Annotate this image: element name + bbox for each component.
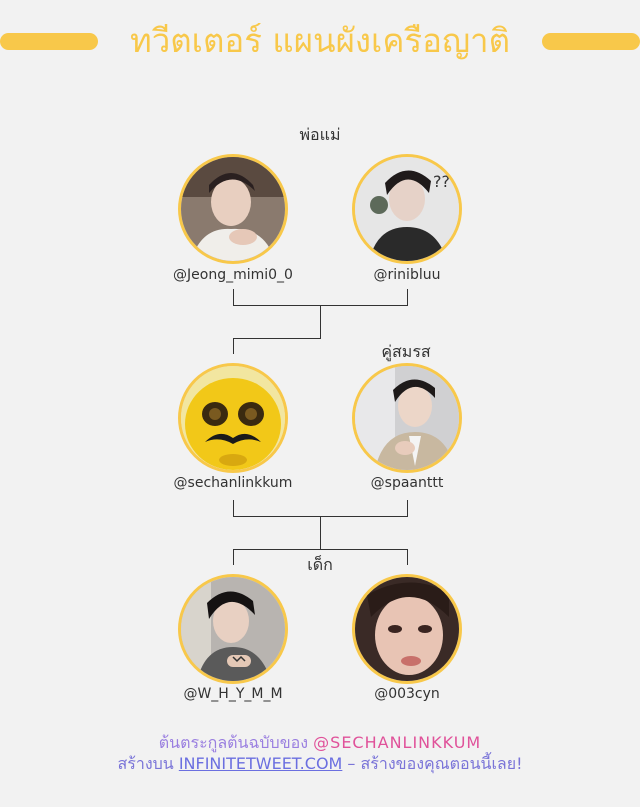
photo-self-icon [181,366,285,470]
avatar-parent2[interactable]: ?? [352,154,462,264]
avatar-parent1[interactable] [178,154,288,264]
connector-couple-stem [320,516,321,549]
handle-parent1[interactable]: @Jeong_mimi0_0 [148,267,318,283]
handle-self[interactable]: @sechanlinkkum [148,475,318,491]
photo-child2-icon [355,577,459,681]
footer-made-on-text: สร้างบน [117,754,178,773]
avatar-child1[interactable] [178,574,288,684]
connector-children-join [233,549,408,550]
connector-self-drop [233,338,234,354]
spouse-label: คู่สมรส [356,340,456,365]
footer-site-link[interactable]: INFINITETWEET.COM [179,754,343,773]
footer-made-on: สร้างบน INFINITETWEET.COM – สร้างของคุณต… [0,752,640,777]
header-bar-right [542,33,640,50]
header-bar-left [0,33,98,50]
photo-parent1-icon [181,157,285,261]
parents-label: พ่อแม่ [270,123,370,148]
photo-child1-icon [181,577,285,681]
children-label: เด็ก [270,553,370,578]
handle-parent2[interactable]: @rinibluu [322,267,492,283]
connector-spouse-down [407,500,408,516]
connector-parent1-down [233,289,234,305]
connector-self-down [233,500,234,516]
footer-owner-handle[interactable]: @SECHANLINKKUM [313,733,481,752]
photo-spouse-icon [355,366,459,470]
handle-child2[interactable]: @003cyn [322,686,492,702]
footer-cta: – สร้างของคุณตอนนี้เลย! [342,754,522,773]
avatar-spouse[interactable] [352,363,462,473]
connector-child2-drop [407,549,408,565]
connector-to-self [233,338,321,339]
avatar-self[interactable] [178,363,288,473]
handle-child1[interactable]: @W_H_Y_M_M [148,686,318,702]
connector-parents-stem [320,305,321,338]
footer-prefix: ต้นตระกูลต้นฉบับของ [159,733,313,752]
avatar-child2[interactable] [352,574,462,684]
svg-text:??: ?? [433,172,450,191]
connector-child1-drop [233,549,234,565]
page-title: ทวีตเตอร์ แผนผังเครือญาติ [98,18,542,64]
connector-parent2-down [407,289,408,305]
photo-parent2-icon: ?? [355,157,459,261]
handle-spouse[interactable]: @spaanttt [322,475,492,491]
